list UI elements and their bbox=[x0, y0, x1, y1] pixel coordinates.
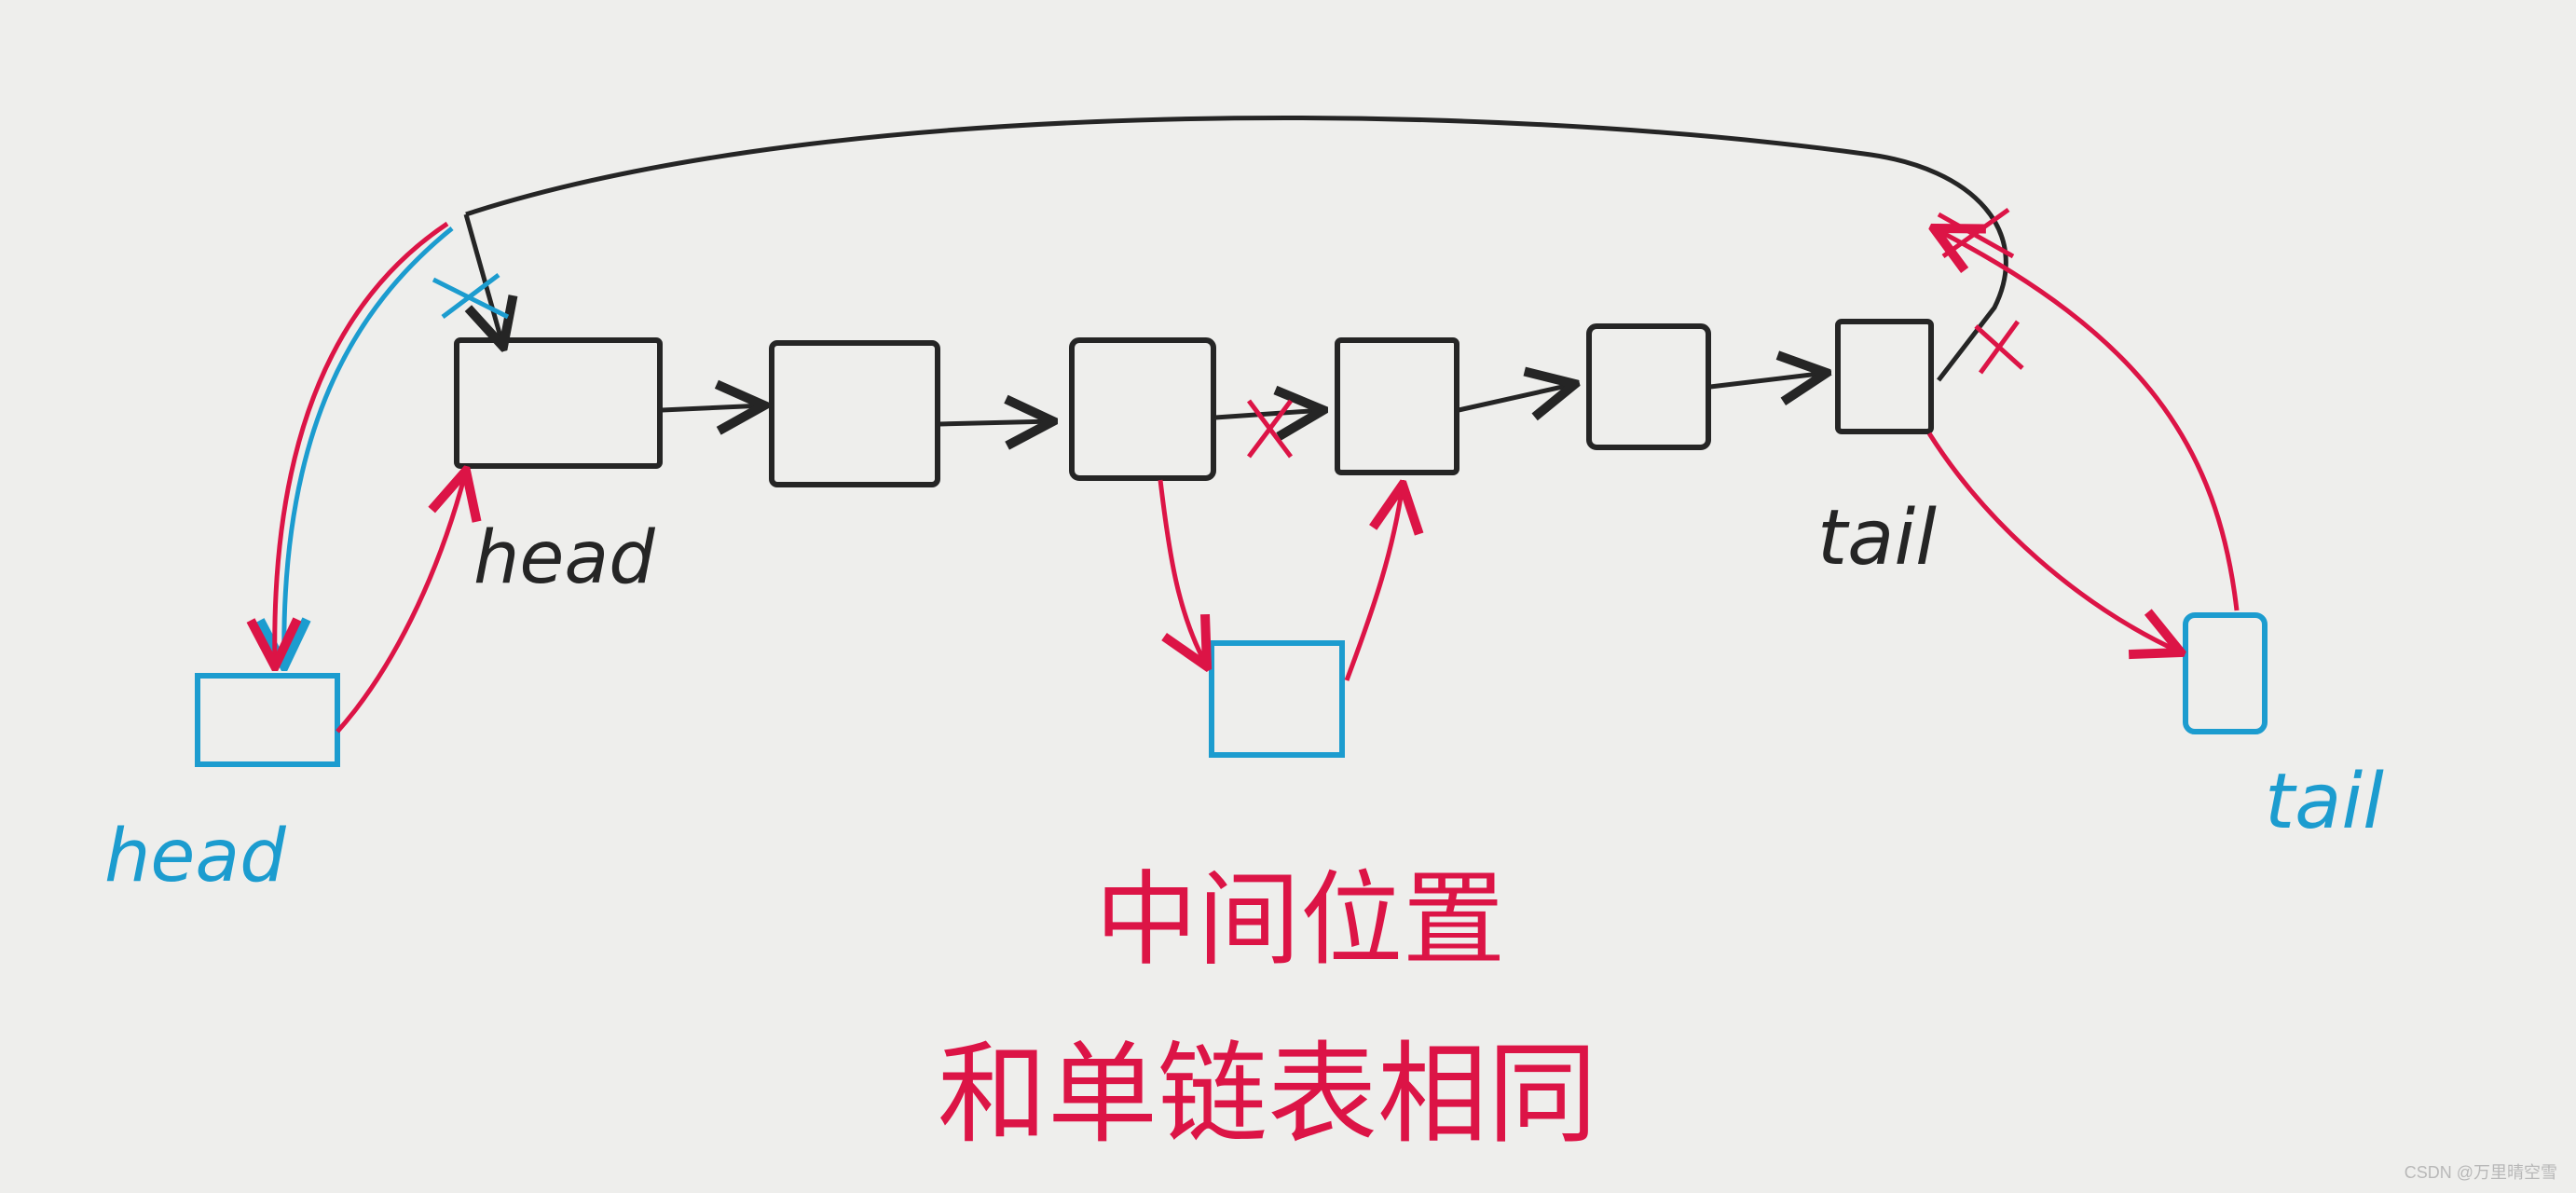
node-5 bbox=[1586, 323, 1711, 450]
node-1-head bbox=[454, 337, 663, 469]
new-middle-node bbox=[1209, 640, 1345, 758]
link-new-head-to-head bbox=[336, 471, 466, 734]
x-mark-icon bbox=[1247, 399, 1293, 459]
circular-link-tail-to-head bbox=[465, 116, 2008, 382]
link-prev-to-new-head-blue bbox=[284, 226, 454, 666]
label-tail-blue: tail bbox=[2265, 758, 2384, 846]
next-arrow-4 bbox=[1458, 384, 1575, 410]
link-node3-to-new-middle bbox=[1158, 479, 1207, 666]
new-tail-node bbox=[2183, 612, 2268, 734]
new-head-node bbox=[195, 673, 340, 767]
label-head-black: head bbox=[473, 516, 655, 600]
watermark-text: CSDN @万里晴空雪 bbox=[2404, 1163, 2557, 1182]
next-arrow-2 bbox=[939, 421, 1053, 424]
link-new-middle-to-node4 bbox=[1344, 485, 1403, 681]
label-head-blue: head bbox=[104, 815, 286, 898]
caption-line-1: 中间位置 bbox=[1095, 860, 1505, 980]
link-new-tail-to-head bbox=[1934, 228, 2240, 611]
node-4 bbox=[1335, 337, 1459, 475]
circular-link-down-arrow bbox=[463, 213, 503, 347]
node-2 bbox=[769, 340, 940, 487]
next-arrow-3 bbox=[1214, 410, 1323, 418]
next-arrow-1 bbox=[661, 405, 764, 410]
caption-line-2: 和单链表相同 bbox=[938, 1030, 1597, 1159]
x-mark-icon bbox=[432, 273, 510, 320]
link-tail-to-new-tail bbox=[1926, 432, 2181, 652]
label-tail-black: tail bbox=[1817, 494, 1937, 583]
link-prev-to-new-head-red bbox=[275, 221, 449, 666]
x-mark-icon bbox=[1974, 320, 2024, 375]
next-arrow-5 bbox=[1709, 373, 1827, 387]
node-6-tail bbox=[1835, 319, 1934, 434]
node-3 bbox=[1069, 337, 1216, 481]
